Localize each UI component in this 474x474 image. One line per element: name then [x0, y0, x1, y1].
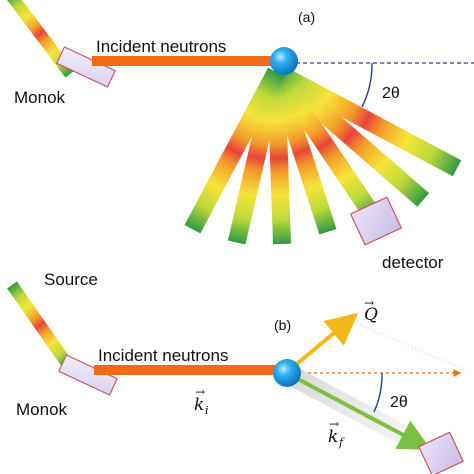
kf-label: → k f	[328, 417, 345, 449]
kf-subscript: f	[338, 436, 345, 449]
source-beam-b	[7, 281, 74, 369]
svg-text:→: →	[329, 417, 339, 431]
svg-text:→: →	[364, 296, 374, 310]
detector	[349, 196, 403, 246]
angle-arc-b	[373, 372, 383, 413]
panel-a-label: (a)	[298, 9, 315, 25]
angle-label-a: 2θ	[382, 85, 400, 102]
monochromator-a	[56, 46, 116, 88]
kf-vector	[295, 376, 432, 450]
angle-arc-a	[361, 62, 373, 108]
panel-b: Source (b) Incident neutrons Monok 2θ	[7, 270, 471, 474]
guide-dotted-line	[359, 324, 471, 373]
panel-b-label: (b)	[274, 317, 291, 333]
source-label: Source	[44, 270, 98, 289]
sample-b	[273, 359, 301, 387]
ki-label: → k i	[194, 385, 209, 417]
q-label: → Q	[364, 296, 378, 325]
detector-label: detector	[382, 253, 444, 272]
mono-label-a: Monok	[14, 88, 66, 107]
incident-beam-b	[94, 365, 284, 375]
incident-label-a: Incident neutrons	[96, 37, 226, 56]
mono-label-b: Monok	[16, 400, 68, 419]
kf-symbol: k	[328, 427, 338, 447]
source-beam-a	[5, 0, 75, 78]
angle-label-b: 2θ	[390, 394, 408, 411]
sample-a	[270, 47, 298, 75]
panel-a: (a) Incident neutrons Monok 2θ detector	[5, 0, 474, 272]
incident-beam-a	[92, 56, 282, 66]
ki-symbol: k	[194, 395, 204, 415]
detector-b	[418, 431, 464, 474]
ki-subscript: i	[205, 404, 209, 417]
q-symbol: Q	[364, 305, 378, 325]
svg-text:→: →	[195, 385, 205, 399]
scattered-beams-fan	[184, 64, 462, 245]
monochromator-b	[58, 354, 118, 396]
incident-label-b: Incident neutrons	[98, 346, 228, 365]
q-vector	[290, 312, 359, 370]
